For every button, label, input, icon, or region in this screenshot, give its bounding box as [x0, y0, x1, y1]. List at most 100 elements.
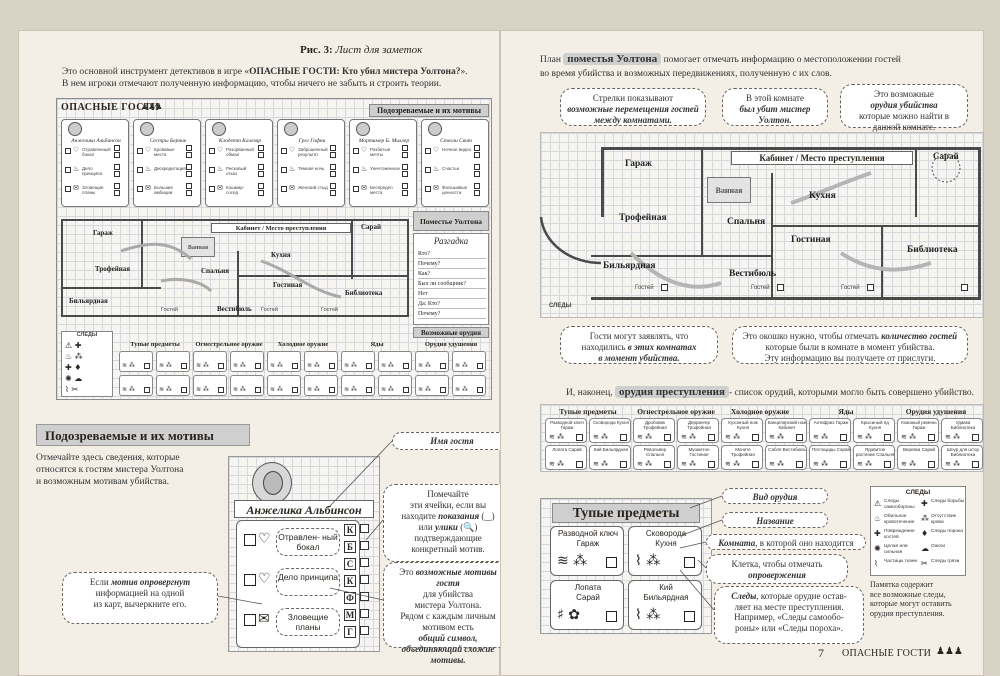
- testimony-cell[interactable]: [330, 164, 336, 170]
- solve-line[interactable]: Нет: [418, 290, 486, 299]
- blunt-refute-cell[interactable]: [684, 557, 695, 568]
- weapon-refute-cell[interactable]: [329, 363, 335, 369]
- motive-checkbox[interactable]: [244, 614, 256, 626]
- evidence-cell[interactable]: [114, 190, 120, 196]
- plan-guests-box-3[interactable]: [867, 284, 874, 291]
- weapon-refute-cell[interactable]: [218, 387, 224, 393]
- strip-refute-cell[interactable]: [796, 461, 803, 468]
- weapon-refute-cell[interactable]: [403, 387, 409, 393]
- motive-mark-cell[interactable]: [360, 592, 369, 601]
- testimony-cell[interactable]: [402, 183, 408, 189]
- motive-checkbox[interactable]: [244, 574, 256, 586]
- strip-refute-cell[interactable]: [884, 461, 891, 468]
- weapon-refute-cell[interactable]: [366, 363, 372, 369]
- motive-checkbox[interactable]: [425, 148, 431, 154]
- motive-letter-cell[interactable]: М: [344, 609, 356, 621]
- motive-letter-cell[interactable]: К: [344, 524, 356, 536]
- testimony-cell[interactable]: [186, 183, 192, 189]
- strip-refute-cell[interactable]: [928, 434, 935, 441]
- weapon-refute-cell[interactable]: [292, 363, 298, 369]
- motive-checkbox[interactable]: [137, 167, 143, 173]
- evidence-cell[interactable]: [258, 152, 264, 158]
- motive-checkbox[interactable]: [137, 186, 143, 192]
- evidence-cell[interactable]: [402, 152, 408, 158]
- plan-guests-box-2[interactable]: [777, 284, 784, 291]
- testimony-cell[interactable]: [402, 164, 408, 170]
- strip-refute-cell[interactable]: [576, 434, 583, 441]
- weapon-refute-cell[interactable]: [477, 387, 483, 393]
- motive-checkbox[interactable]: [209, 167, 215, 173]
- evidence-cell[interactable]: [186, 152, 192, 158]
- testimony-cell[interactable]: [474, 164, 480, 170]
- strip-refute-cell[interactable]: [752, 461, 759, 468]
- weapon-refute-cell[interactable]: [403, 363, 409, 369]
- motive-checkbox[interactable]: [209, 186, 215, 192]
- motive-mark-cell[interactable]: [360, 524, 369, 533]
- motive-mark-cell[interactable]: [360, 558, 369, 567]
- plan-guests-box-1[interactable]: [661, 284, 668, 291]
- motive-mark-cell[interactable]: [360, 626, 369, 635]
- strip-refute-cell[interactable]: [664, 434, 671, 441]
- strip-refute-cell[interactable]: [928, 461, 935, 468]
- evidence-cell[interactable]: [330, 152, 336, 158]
- evidence-cell[interactable]: [402, 171, 408, 177]
- weapon-refute-cell[interactable]: [181, 363, 187, 369]
- testimony-cell[interactable]: [330, 145, 336, 151]
- testimony-cell[interactable]: [114, 145, 120, 151]
- blunt-refute-cell[interactable]: [606, 557, 617, 568]
- weapon-refute-cell[interactable]: [144, 387, 150, 393]
- strip-refute-cell[interactable]: [972, 461, 979, 468]
- testimony-cell[interactable]: [186, 145, 192, 151]
- blunt-refute-cell[interactable]: [606, 611, 617, 622]
- motive-checkbox[interactable]: [353, 148, 359, 154]
- strip-refute-cell[interactable]: [840, 461, 847, 468]
- motive-checkbox[interactable]: [353, 167, 359, 173]
- testimony-cell[interactable]: [402, 145, 408, 151]
- solve-line[interactable]: Кто?: [418, 250, 486, 259]
- motive-checkbox[interactable]: [65, 186, 71, 192]
- motive-checkbox[interactable]: [281, 186, 287, 192]
- strip-refute-cell[interactable]: [708, 434, 715, 441]
- strip-refute-cell[interactable]: [972, 434, 979, 441]
- motive-letter-cell[interactable]: Б: [344, 541, 356, 553]
- weapon-refute-cell[interactable]: [366, 387, 372, 393]
- testimony-cell[interactable]: [474, 145, 480, 151]
- solve-line[interactable]: Почему?: [418, 310, 486, 319]
- evidence-cell[interactable]: [258, 171, 264, 177]
- motive-mark-cell[interactable]: [360, 609, 369, 618]
- weapon-refute-cell[interactable]: [440, 387, 446, 393]
- strip-refute-cell[interactable]: [840, 434, 847, 441]
- strip-refute-cell[interactable]: [576, 461, 583, 468]
- evidence-cell[interactable]: [474, 190, 480, 196]
- motive-letter-cell[interactable]: Ф: [344, 592, 356, 604]
- weapon-refute-cell[interactable]: [218, 363, 224, 369]
- solve-line[interactable]: Как?: [418, 270, 486, 279]
- weapon-refute-cell[interactable]: [292, 387, 298, 393]
- motive-checkbox[interactable]: [244, 534, 256, 546]
- evidence-cell[interactable]: [474, 171, 480, 177]
- motive-checkbox[interactable]: [281, 167, 287, 173]
- testimony-cell[interactable]: [114, 183, 120, 189]
- motive-checkbox[interactable]: [65, 148, 71, 154]
- motive-checkbox[interactable]: [425, 167, 431, 173]
- motive-letter-cell[interactable]: С: [344, 558, 356, 570]
- testimony-cell[interactable]: [258, 145, 264, 151]
- testimony-cell[interactable]: [330, 183, 336, 189]
- plan-guests-box-4[interactable]: [961, 284, 968, 291]
- strip-refute-cell[interactable]: [884, 434, 891, 441]
- evidence-cell[interactable]: [186, 171, 192, 177]
- evidence-cell[interactable]: [330, 171, 336, 177]
- evidence-cell[interactable]: [402, 190, 408, 196]
- weapon-refute-cell[interactable]: [440, 363, 446, 369]
- strip-refute-cell[interactable]: [708, 461, 715, 468]
- motive-checkbox[interactable]: [281, 148, 287, 154]
- strip-refute-cell[interactable]: [796, 434, 803, 441]
- strip-refute-cell[interactable]: [620, 434, 627, 441]
- testimony-cell[interactable]: [186, 164, 192, 170]
- weapon-refute-cell[interactable]: [144, 363, 150, 369]
- strip-refute-cell[interactable]: [752, 434, 759, 441]
- evidence-cell[interactable]: [114, 171, 120, 177]
- motive-checkbox[interactable]: [65, 167, 71, 173]
- weapon-refute-cell[interactable]: [255, 387, 261, 393]
- testimony-cell[interactable]: [114, 164, 120, 170]
